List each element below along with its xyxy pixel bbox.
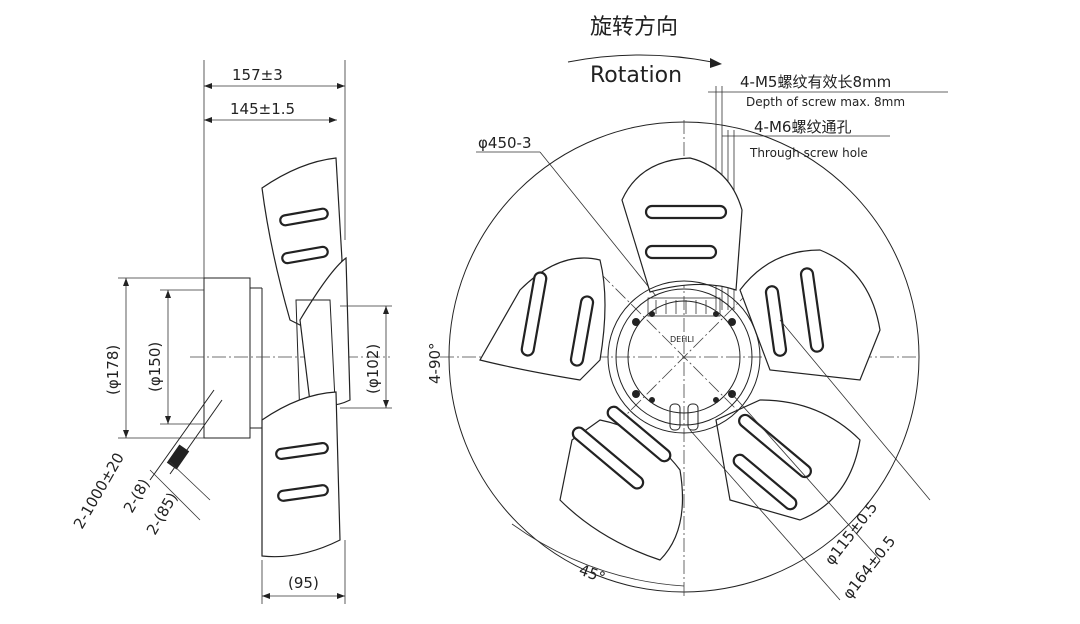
dim-angle-45: 45° [577,561,608,587]
dim-hole-angle: 4-90° [426,342,444,384]
m6-note-cn: 4-M6螺纹通孔 [754,118,851,136]
dim-overall-length: 157±3 [232,66,283,84]
rotation-title-cn: 旋转方向 [590,15,678,40]
m5-note-en: Depth of screw max. 8mm [746,95,905,109]
dim-blade-depth: (95) [288,574,319,592]
brand-logo-text: DEHLI [670,335,694,344]
rotation-arrow-icon [710,58,722,68]
m5-note-cn: 4-M5螺纹有效长8mm [740,73,891,91]
m6-note-en: Through screw hole [749,146,868,160]
front-view: 旋转方向 Rotation 4-M5螺纹有效长8mm Depth of scre… [426,15,948,602]
dim-body-length: 145±1.5 [230,100,295,118]
side-view: 157±3 145±1.5 (φ178) (φ150) [70,60,392,604]
rotation-title-en: Rotation [590,63,682,88]
dim-strip-8: 2-(8) [120,476,154,516]
dim-strip-85: 2-(85) [143,489,181,538]
dim-d150: (φ150) [146,342,164,392]
dim-outer-diameter: φ450-3 [478,134,531,152]
dim-cable-length: 2-1000±20 [70,450,128,532]
dim-d178: (φ178) [104,345,122,395]
dim-d102: (φ102) [364,344,382,394]
